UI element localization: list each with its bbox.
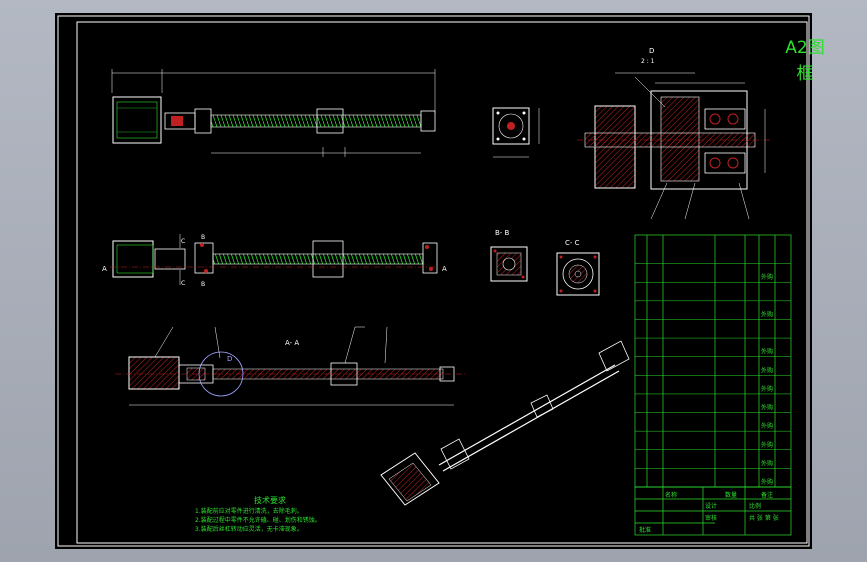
tech-req-line3: 3.装配后丝杠转动应灵活，无卡滞现象。: [195, 526, 303, 533]
isometric-view: [380, 340, 630, 506]
section-c-c: [556, 252, 600, 296]
mark-a-right: A: [442, 265, 447, 273]
section-b-label: B- B: [495, 229, 510, 237]
outer-border: [57, 15, 810, 547]
cad-drawing-canvas[interactable]: A A C C B B A- A: [55, 13, 825, 549]
tb-approve: 批准: [639, 526, 651, 534]
tech-req-line1: 1.装配前应对零件进行清洗，去除毛刺。: [195, 508, 303, 515]
section-a-label: A- A: [285, 339, 299, 347]
frame-title-line1: A2图: [785, 38, 825, 58]
drawing-svg: A A C C B B A- A: [57, 15, 810, 547]
section-c-label: C- C: [565, 239, 580, 247]
end-view: [492, 107, 540, 158]
bom-row-note: 外购: [761, 366, 773, 374]
bom-header-note: 备注: [761, 491, 773, 499]
frame-title-line2: 框: [796, 64, 814, 84]
front-view-top: [111, 69, 436, 157]
section-b-b: [490, 246, 528, 282]
section-a-a: [115, 326, 465, 406]
bom-row-note: 外购: [761, 404, 773, 412]
bom-row-lines: [635, 263, 791, 488]
bom-table: [634, 234, 792, 488]
tb-check: 审核: [705, 514, 717, 522]
mark-c-bottom: C: [181, 280, 185, 287]
mark-b-bottom: B: [201, 281, 205, 288]
detail-d-marker: D: [227, 355, 232, 363]
detail-d-title: D: [649, 47, 654, 55]
bom-row-note: 外购: [761, 459, 773, 467]
tb-ratio: 比例: [749, 502, 761, 510]
frame-title: A2图 框: [781, 35, 829, 87]
bom-row-note: 外购: [761, 348, 773, 356]
bom-row-note: 外购: [761, 422, 773, 430]
mark-b-top: B: [201, 234, 205, 241]
bom-header-name: 名称: [665, 491, 677, 499]
inner-border: [76, 21, 808, 544]
front-view-middle: [110, 234, 440, 285]
detail-d-scale: 2 : 1: [641, 58, 655, 65]
mark-a-left: A: [102, 265, 107, 273]
tech-req-line2: 2.装配过程中零件不允许磕、碰、划伤和锈蚀。: [195, 517, 321, 524]
detail-d-view: [577, 72, 770, 220]
tech-req-heading: 技术要求: [254, 496, 286, 505]
title-block: [634, 486, 792, 536]
bom-header-qty: 数量: [725, 491, 737, 499]
mark-c-top: C: [181, 238, 185, 245]
bom-row-note: 外购: [761, 310, 773, 318]
bom-row-note: 外购: [761, 385, 773, 393]
tb-sheet: 共 张 第 张: [749, 514, 779, 522]
technical-requirements: 技术要求 1.装配前应对零件进行清洗，去除毛刺。 2.装配过程中零件不允许磕、碰…: [195, 496, 345, 534]
bom-row-note: 外购: [761, 441, 773, 449]
bom-row-note: 外购: [761, 273, 773, 281]
tb-design: 设计: [705, 502, 717, 510]
bom-row-note: 外购: [761, 478, 773, 486]
